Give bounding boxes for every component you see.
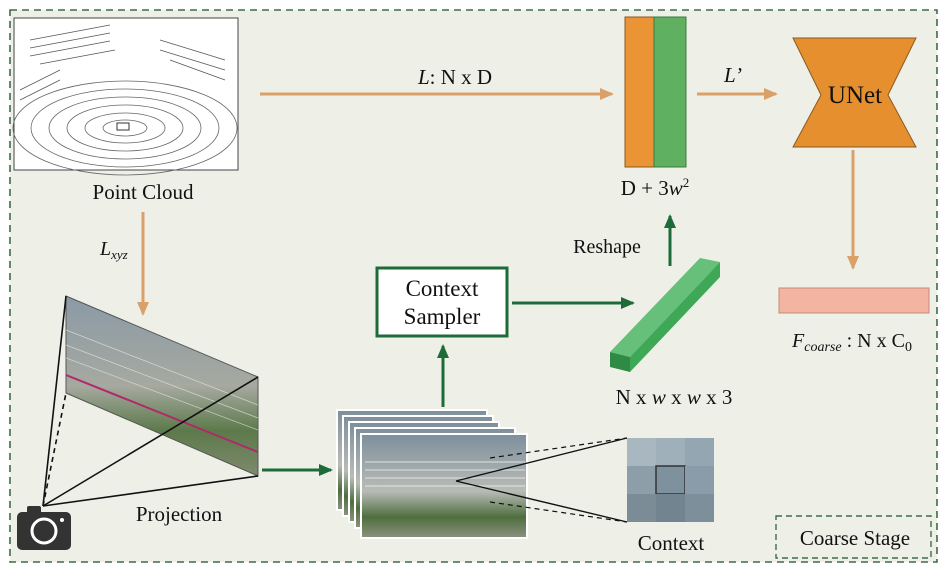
reshape-label: Reshape (573, 236, 641, 258)
l-prime-label: L’ (723, 63, 742, 87)
point-cloud-label: Point Cloud (93, 180, 194, 204)
zoom-line-bottom (455, 480, 628, 523)
context-sampler-line2: Sampler (404, 304, 481, 329)
orange-feature-block (624, 16, 655, 168)
lxyz-label: Lxyz (99, 238, 128, 262)
zoom-line-top (455, 437, 628, 482)
point-cloud-image (12, 17, 239, 176)
fcoarse-label: Fcoarse : N x C0 (791, 330, 912, 355)
context-label: Context (638, 531, 705, 555)
context-grid (627, 438, 714, 522)
bar-dim-label: N x w x w x 3 (616, 385, 733, 409)
l-nxd-label: L: N x D (417, 65, 492, 89)
camera-frustum (42, 295, 259, 507)
projection-label: Projection (136, 502, 223, 526)
projection-image-plane (65, 295, 259, 477)
coarse-stage-label: Coarse Stage (800, 526, 910, 550)
camera-icon (17, 506, 71, 550)
fcoarse-bar (778, 287, 930, 314)
context-sampler-line1: Context (406, 276, 479, 301)
context-sampler-box (375, 266, 509, 338)
concat-dim-label: D + 3w2 (621, 175, 690, 200)
green-feature-block (653, 16, 687, 168)
reshape-feature-bar (610, 258, 720, 372)
unet-label: UNet (828, 82, 882, 109)
unet-block (792, 37, 917, 148)
image-stack (336, 409, 528, 539)
coarse-stage-box (775, 515, 932, 559)
